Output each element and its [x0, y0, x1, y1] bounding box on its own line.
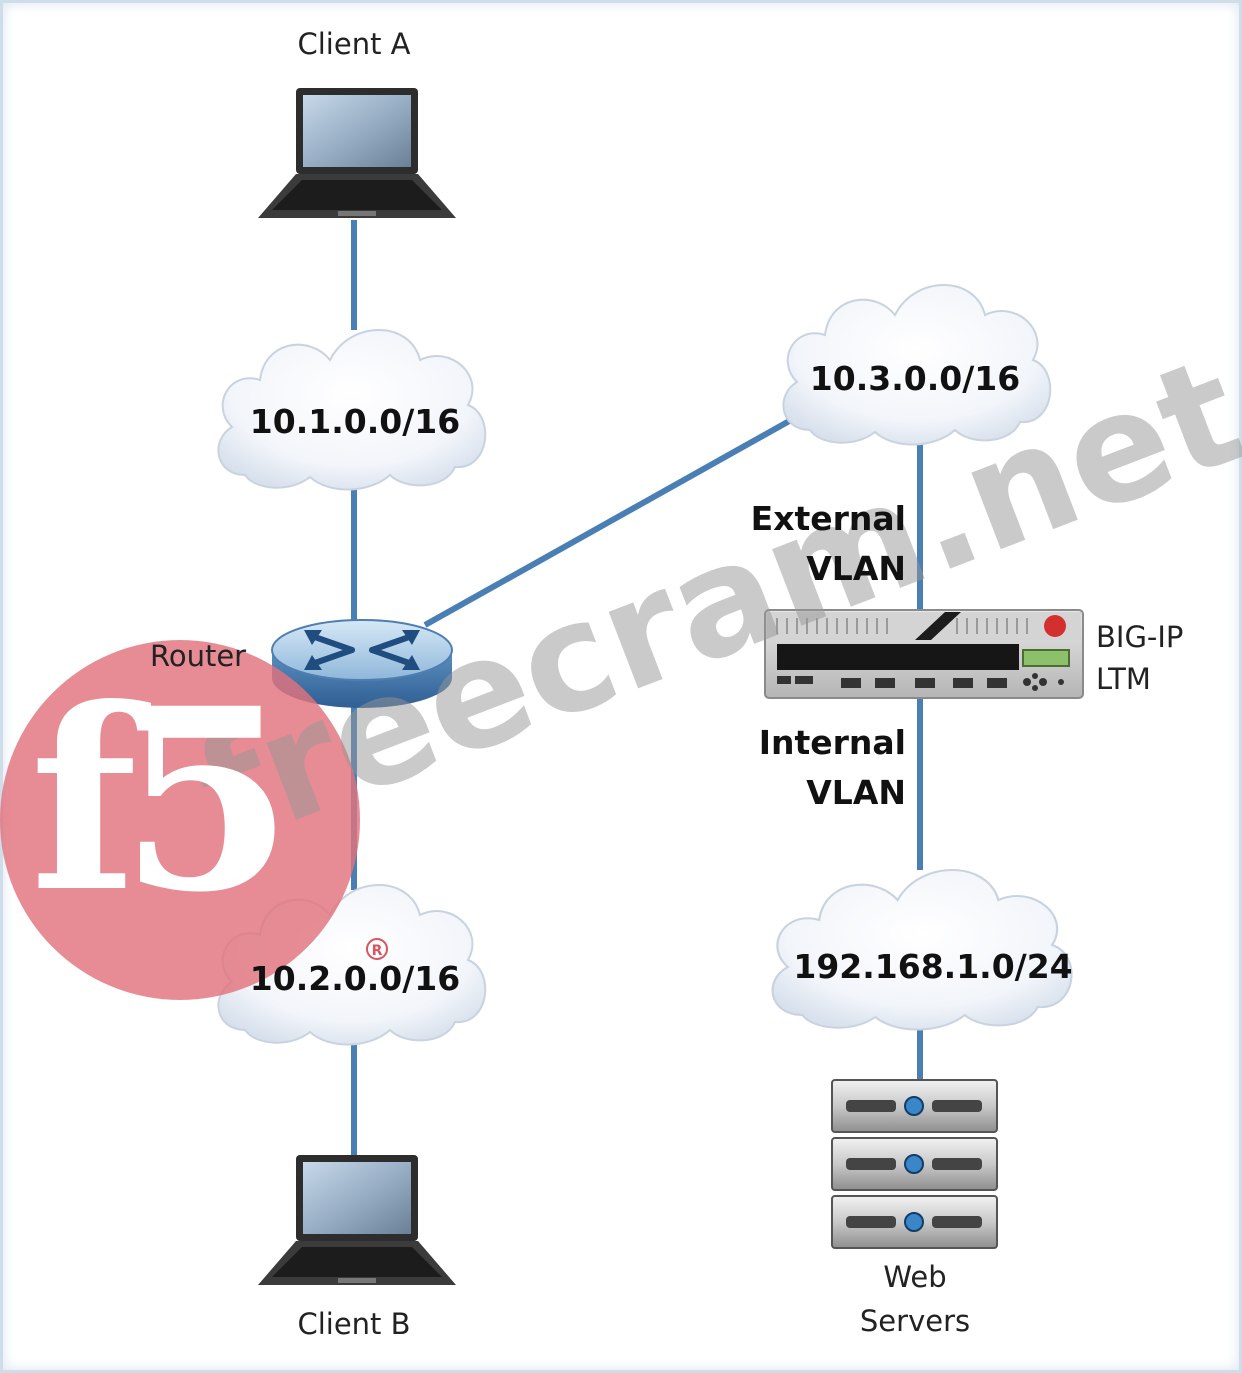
external-vlan-line1: External: [750, 499, 906, 538]
server-unit: [831, 1137, 998, 1191]
client-b-label: Client B: [297, 1307, 411, 1341]
web-servers-icon: [831, 1079, 998, 1249]
link-router-net-ext: [423, 412, 802, 628]
network-b-label: 10.2.0.0/16: [249, 959, 461, 998]
cloud-icon: [217, 329, 487, 491]
bigip-label-line1: BIG-IP: [1096, 620, 1184, 654]
router-label: Router: [150, 639, 247, 673]
web-servers-label-line1: Web: [883, 1260, 947, 1294]
bigip-label-line2: LTM: [1096, 662, 1151, 696]
network-external-label: 10.3.0.0/16: [809, 359, 1021, 398]
f5-logo-icon: [1044, 615, 1066, 637]
laptop-icon: [258, 1155, 456, 1285]
web-servers-label-line2: Servers: [859, 1304, 971, 1338]
router-icon: [271, 619, 453, 708]
internal-vlan-line2: VLAN: [806, 773, 906, 812]
bigip-appliance-icon: [764, 609, 1084, 699]
external-vlan-line2: VLAN: [806, 549, 906, 588]
network-internal-label: 192.168.1.0/24: [793, 947, 1073, 986]
f5-watermark-logo: [0, 640, 360, 1000]
client-a-label: Client A: [297, 27, 411, 61]
cloud-icon: [782, 284, 1052, 446]
watermark-logo-text: f5: [30, 653, 293, 947]
cloud-icon: [771, 869, 1073, 1031]
laptop-icon: [258, 88, 456, 218]
internal-vlan-line1: Internal: [758, 723, 906, 762]
server-unit: [831, 1195, 998, 1249]
server-unit: [831, 1079, 998, 1133]
network-a-label: 10.1.0.0/16: [249, 402, 461, 441]
registered-mark: R: [366, 938, 388, 960]
